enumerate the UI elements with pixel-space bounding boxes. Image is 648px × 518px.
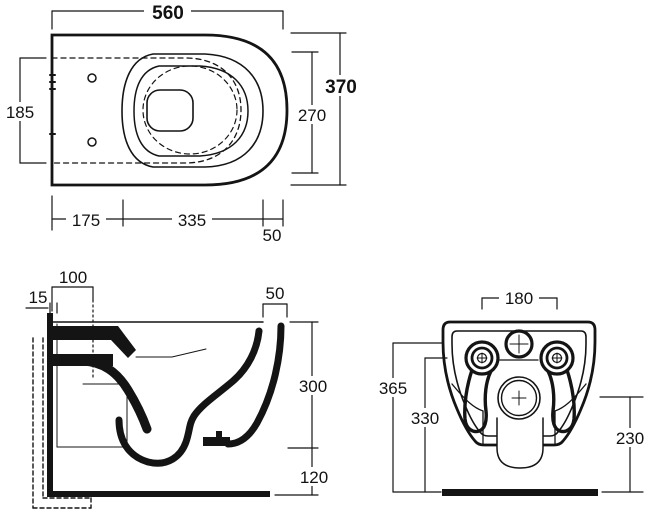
floor-section <box>47 491 270 497</box>
side-section-view: 100 15 50 <box>25 268 334 509</box>
plan-hinge-hole-bottom <box>87 137 97 147</box>
dim-270 <box>291 51 331 174</box>
rear-inner-outline <box>451 330 587 437</box>
side-water-level-line <box>135 348 207 358</box>
dim-label-outlet-height: 230 <box>616 429 644 448</box>
rear-fixing-hole-right <box>539 340 575 376</box>
rear-fixing-hole-left <box>464 340 500 376</box>
dim-230 <box>599 396 648 493</box>
dim-label-rim-front-width: 50 <box>266 284 285 303</box>
plan-outer-outline <box>50 33 289 187</box>
dim-label-rear-length: 175 <box>72 211 100 230</box>
dim-100 <box>51 286 94 381</box>
side-foot-section <box>203 431 230 446</box>
dim-label-rear-platform-depth: 185 <box>6 103 34 122</box>
rear-inlet-hole <box>504 329 534 359</box>
plan-view: 560 370 270 <box>2 2 363 245</box>
dim-label-wall-offset: 15 <box>29 288 48 307</box>
rear-saddle-left <box>451 383 484 446</box>
concealed-frame-dashed <box>32 337 92 509</box>
dim-label-bowl-length: 335 <box>178 211 206 230</box>
dim-330 <box>405 357 448 493</box>
dim-50-side <box>262 303 288 318</box>
dim-label-bowl-opening-depth: 270 <box>298 106 326 125</box>
plan-edge-ticks <box>49 74 56 135</box>
dim-560 <box>51 2 284 30</box>
rear-keyhole-slot-left <box>463 368 493 434</box>
side-trap-and-bowl-curve <box>115 327 263 467</box>
dim-label-overall-depth: 370 <box>325 77 357 98</box>
plan-bowl-opening-outline <box>133 65 249 157</box>
plan-seat-dashed-outline <box>51 57 242 164</box>
rear-outer-outline <box>441 320 597 447</box>
rear-floor-bar <box>442 489 598 496</box>
dim-chain-bottom <box>51 195 284 231</box>
dim-15 <box>25 302 58 314</box>
plan-rim-dashed-ellipse <box>142 65 238 155</box>
dim-label-body-height: 300 <box>299 377 327 396</box>
dim-180 <box>481 288 558 310</box>
dim-300-120 <box>274 321 334 496</box>
plan-drain-outline <box>146 89 194 132</box>
dim-label-overall-width: 560 <box>152 3 184 24</box>
wall-section <box>47 313 53 497</box>
dim-label-fixing-hole-centres: 180 <box>505 289 533 308</box>
dim-label-fixing-depth: 100 <box>59 268 87 287</box>
dim-365 <box>373 342 444 493</box>
rear-saddle-right <box>554 383 587 446</box>
side-front-outer-wall <box>224 322 285 448</box>
rear-keyhole-slot-right <box>546 368 576 434</box>
plan-hinge-hole-top <box>87 73 97 83</box>
dim-370 <box>290 32 363 186</box>
plan-seat-ring-outline <box>121 53 264 168</box>
side-inlet-spud-section <box>53 326 136 358</box>
rear-outlet-tube <box>496 417 544 469</box>
rear-view: 180 365 330 230 <box>373 288 648 496</box>
dim-185 <box>2 57 47 164</box>
dim-label-floor-clearance: 120 <box>300 468 328 487</box>
side-bowl-back-wall <box>78 356 152 434</box>
dim-label-fixing-hole-height: 330 <box>411 409 439 428</box>
dim-label-front-edge: 50 <box>263 226 282 245</box>
dim-label-overall-height: 365 <box>379 379 407 398</box>
rear-outlet-hole <box>497 376 541 420</box>
